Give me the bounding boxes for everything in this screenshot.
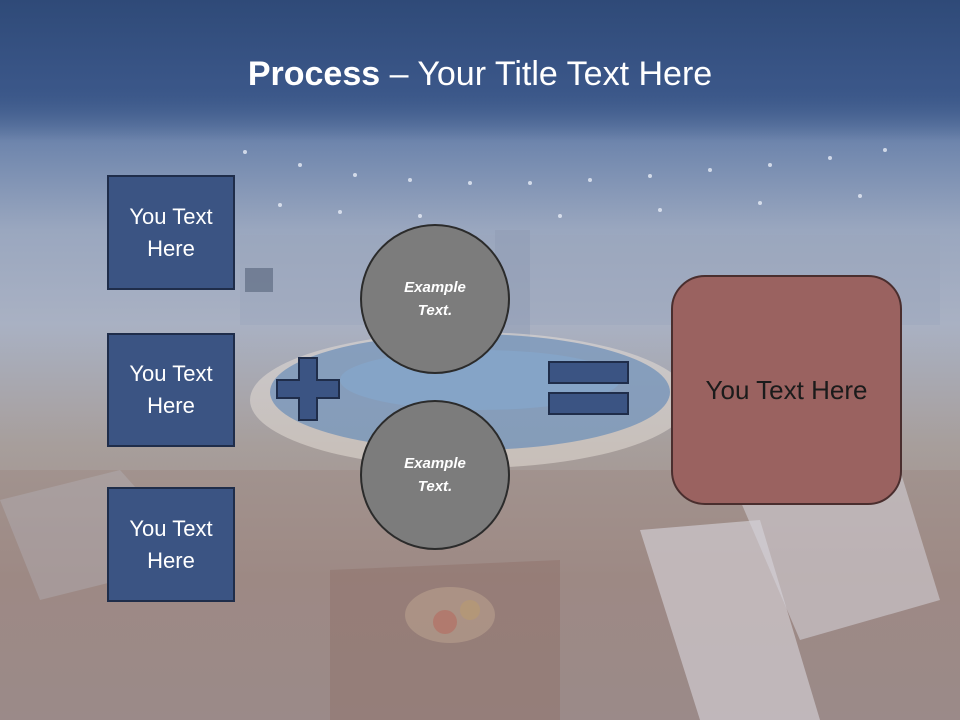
example-circle-1[interactable]: Example Text. <box>360 224 510 374</box>
ceiling-lights <box>243 148 887 218</box>
left-box-3-text: You Text Here <box>129 515 213 573</box>
left-box-2[interactable]: You Text Here <box>107 333 235 447</box>
slide-title: Process – Your Title Text Here <box>0 52 960 96</box>
example-circle-2-text: Example Text. <box>404 455 466 495</box>
title-rest: – Your Title Text Here <box>380 55 713 93</box>
header-band <box>0 0 960 140</box>
result-box[interactable]: You Text Here <box>671 275 902 505</box>
result-box-text: You Text Here <box>705 374 868 405</box>
title-bold: Process <box>247 55 381 93</box>
left-box-1[interactable]: You Text Here <box>107 175 235 290</box>
left-box-3[interactable]: You Text Here <box>107 487 235 602</box>
plus-icon <box>276 357 340 421</box>
left-box-2-text: You Text Here <box>129 361 213 418</box>
example-circle-2[interactable]: Example Text. <box>360 400 510 550</box>
left-box-1-text: You Text Here <box>129 203 213 261</box>
equals-icon <box>548 361 629 415</box>
example-circle-1-text: Example Text. <box>404 279 466 319</box>
